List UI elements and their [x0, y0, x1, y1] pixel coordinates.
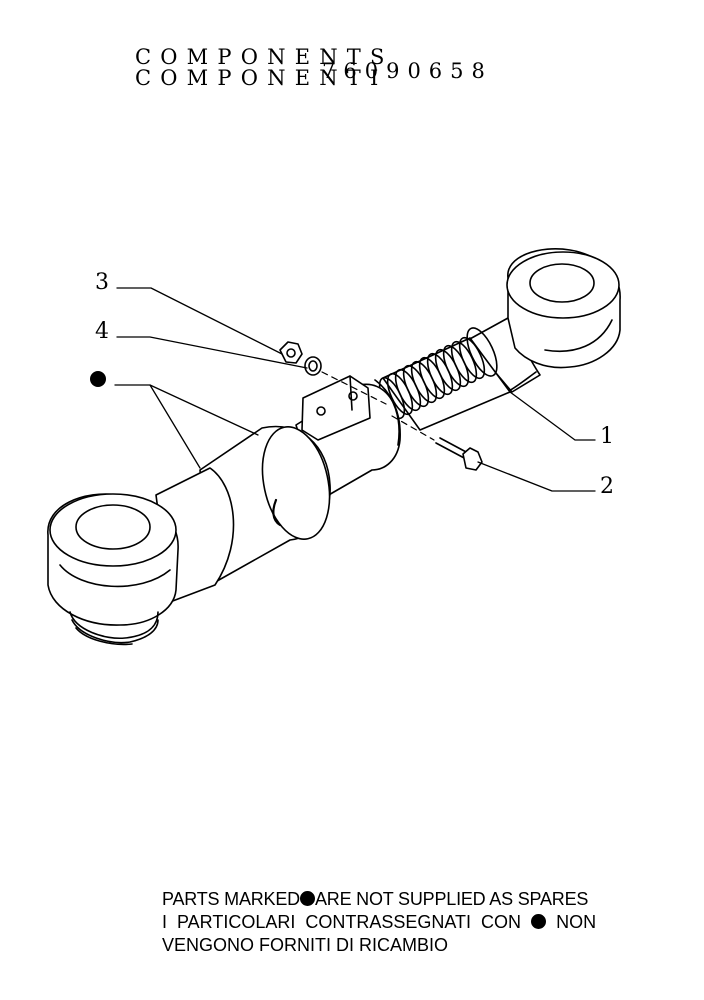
leader-lines — [114, 287, 596, 492]
footer-text: ARE NOT SUPPLIED AS SPARES — [314, 889, 589, 909]
title-italian: COMPONENTI — [135, 66, 388, 90]
bolt — [435, 437, 483, 471]
bullet-marker-icon — [531, 914, 547, 929]
footer-text: I PARTICOLARI CONTRASSEGNATI CON — [162, 912, 522, 932]
callout-2: 2 — [600, 474, 614, 499]
washer — [304, 356, 322, 376]
bullet-marker-icon — [299, 891, 315, 906]
title-english: COMPONENTS — [135, 45, 394, 69]
footer-text: NON — [556, 912, 597, 932]
part-number: 76090658 — [322, 59, 493, 83]
callout-1: 1 — [600, 424, 614, 449]
footer-note-line-3: VENGONO FORNITI DI RICAMBIO — [162, 935, 449, 955]
nut — [279, 341, 303, 364]
footer-note-line-1: PARTS MARKED ARE NOT SUPPLIED AS SPARES — [162, 888, 588, 911]
rod-end-right — [378, 248, 621, 431]
tie-rod-body — [47, 375, 401, 646]
callout-3: 3 — [95, 270, 109, 295]
not-supplied-marker — [90, 371, 106, 387]
footer-text: PARTS MARKED — [162, 889, 300, 909]
footer-note-line-2: I PARTICOLARI CONTRASSEGNATI CON NON — [162, 911, 596, 934]
callout-4: 4 — [95, 319, 109, 344]
